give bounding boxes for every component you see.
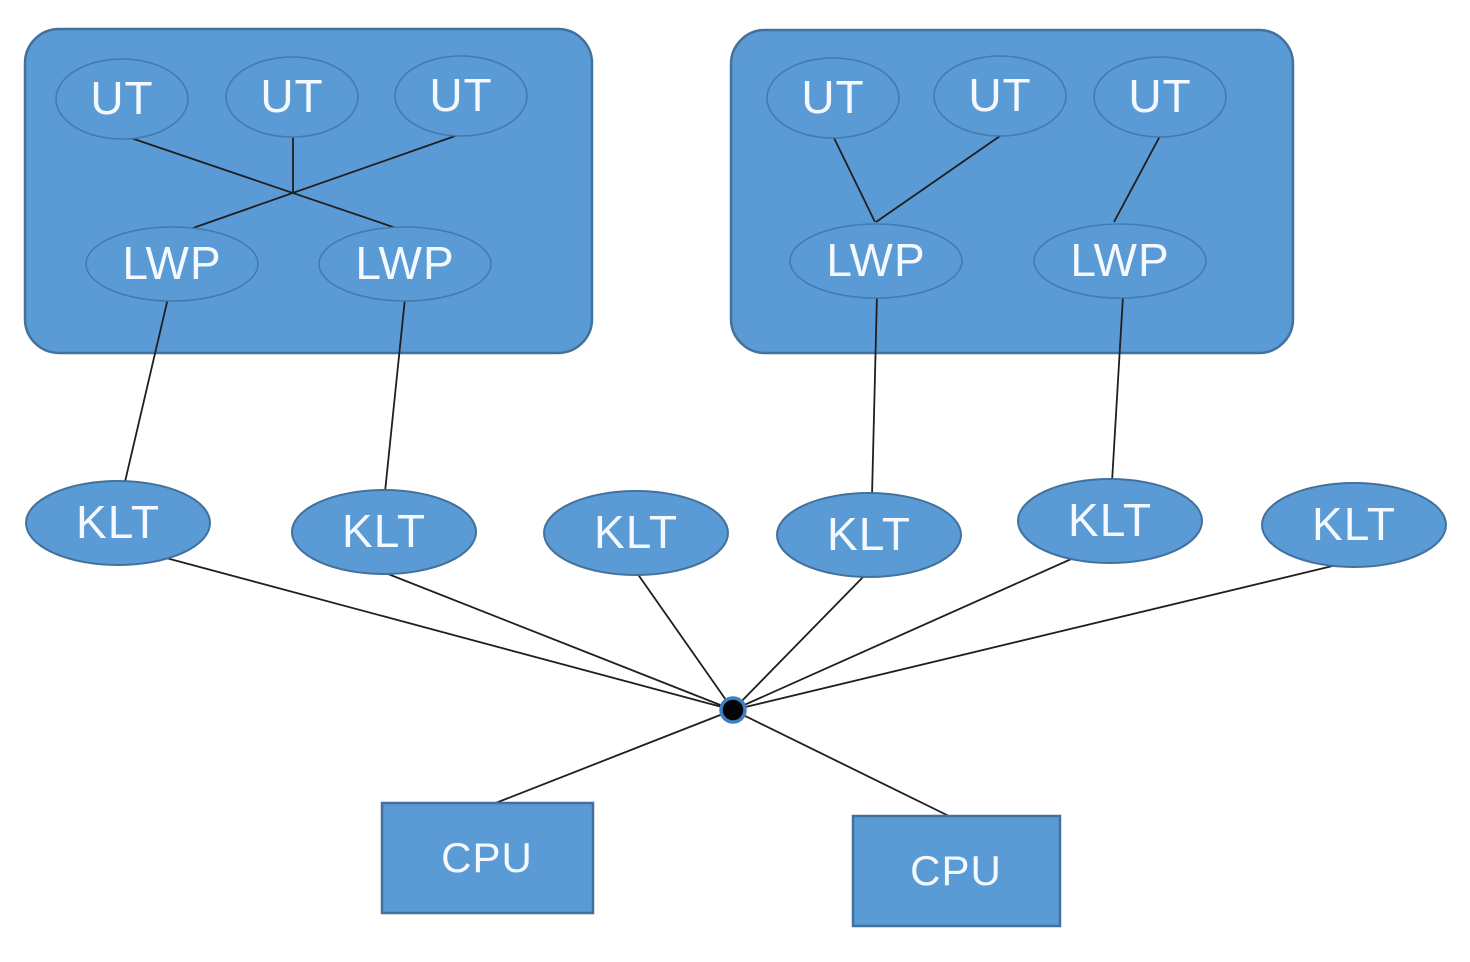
ut-node-1-label: UT [90,72,153,124]
lwp-node-4 [1033,223,1207,299]
lwp-node-2-label: LWP [355,237,454,289]
mapping-line-ut4-lwp3 [833,137,876,223]
hub-line-klt3 [636,572,734,711]
klt-node-4-label: KLT [827,508,911,560]
klt-node-4 [776,492,962,578]
hub-line-klt6 [732,562,1346,711]
hub-line-klt2 [382,571,734,711]
process-1-nodes: UT UT UT LWP LWP [55,55,528,302]
cpu-node-2 [851,814,1062,928]
klt-node-2-label: KLT [342,505,426,557]
cpu-nodes: CPU CPU [380,801,1062,928]
klt-node-5-label: KLT [1068,494,1152,546]
hub-line-cpu1 [487,709,734,807]
cpu-node-1 [380,801,595,915]
lwp-node-4-label: LWP [1070,234,1169,286]
klt-node-1-label: KLT [76,496,160,548]
hub-line-cpu2 [732,709,958,821]
mapping-line-lwp2-klt2 [384,297,406,493]
klt-node-6-label: KLT [1312,498,1396,550]
mapping-line-lwp1-klt1 [123,297,169,487]
ut-node-5 [933,55,1067,137]
cpu-node-1-label: CPU [441,834,533,881]
mapping-line-ut6-lwp4 [1113,135,1161,223]
lwp-node-3-label: LWP [826,234,925,286]
ut-node-1 [55,58,189,140]
process-2-nodes: UT UT UT LWP LWP [766,55,1227,299]
lwp-node-1 [85,226,259,302]
ut-node-6 [1093,56,1227,138]
lwp-node-3 [789,223,963,299]
mapping-line-lwp4-klt5 [1111,295,1124,483]
klt-node-3-label: KLT [594,506,678,558]
ut-node-5-label: UT [968,69,1031,121]
kernel-thread-nodes: KLT KLT KLT KLT KLT KLT [25,478,1447,578]
hub-line-klt5 [732,555,1079,711]
hub-line-klt4 [732,573,867,711]
klt-node-3 [543,490,729,576]
ut-node-3 [394,55,528,137]
cpu-node-2-label: CPU [910,847,1002,894]
mapping-line-ut3-lwp1 [192,134,459,229]
klt-node-2 [291,489,477,575]
ut-node-2-label: UT [260,70,323,122]
mapping-line-ut5-lwp3 [875,135,1001,223]
klt-node-5 [1017,478,1203,564]
klt-node-6 [1261,482,1447,568]
connector-lines [123,134,1346,821]
ut-node-3-label: UT [429,69,492,121]
klt-node-1 [25,480,211,566]
ut-node-6-label: UT [1128,70,1191,122]
hub-line-klt1 [154,554,734,711]
scheduler-hub-dot [719,696,747,724]
ut-node-2 [225,56,359,138]
mapping-line-lwp3-klt4 [871,293,878,497]
ut-node-4 [766,57,900,139]
ut-node-4-label: UT [801,71,864,123]
lwp-node-1-label: LWP [122,237,221,289]
lwp-node-2 [318,226,492,302]
mapping-line-ut1-lwp2 [127,136,400,230]
